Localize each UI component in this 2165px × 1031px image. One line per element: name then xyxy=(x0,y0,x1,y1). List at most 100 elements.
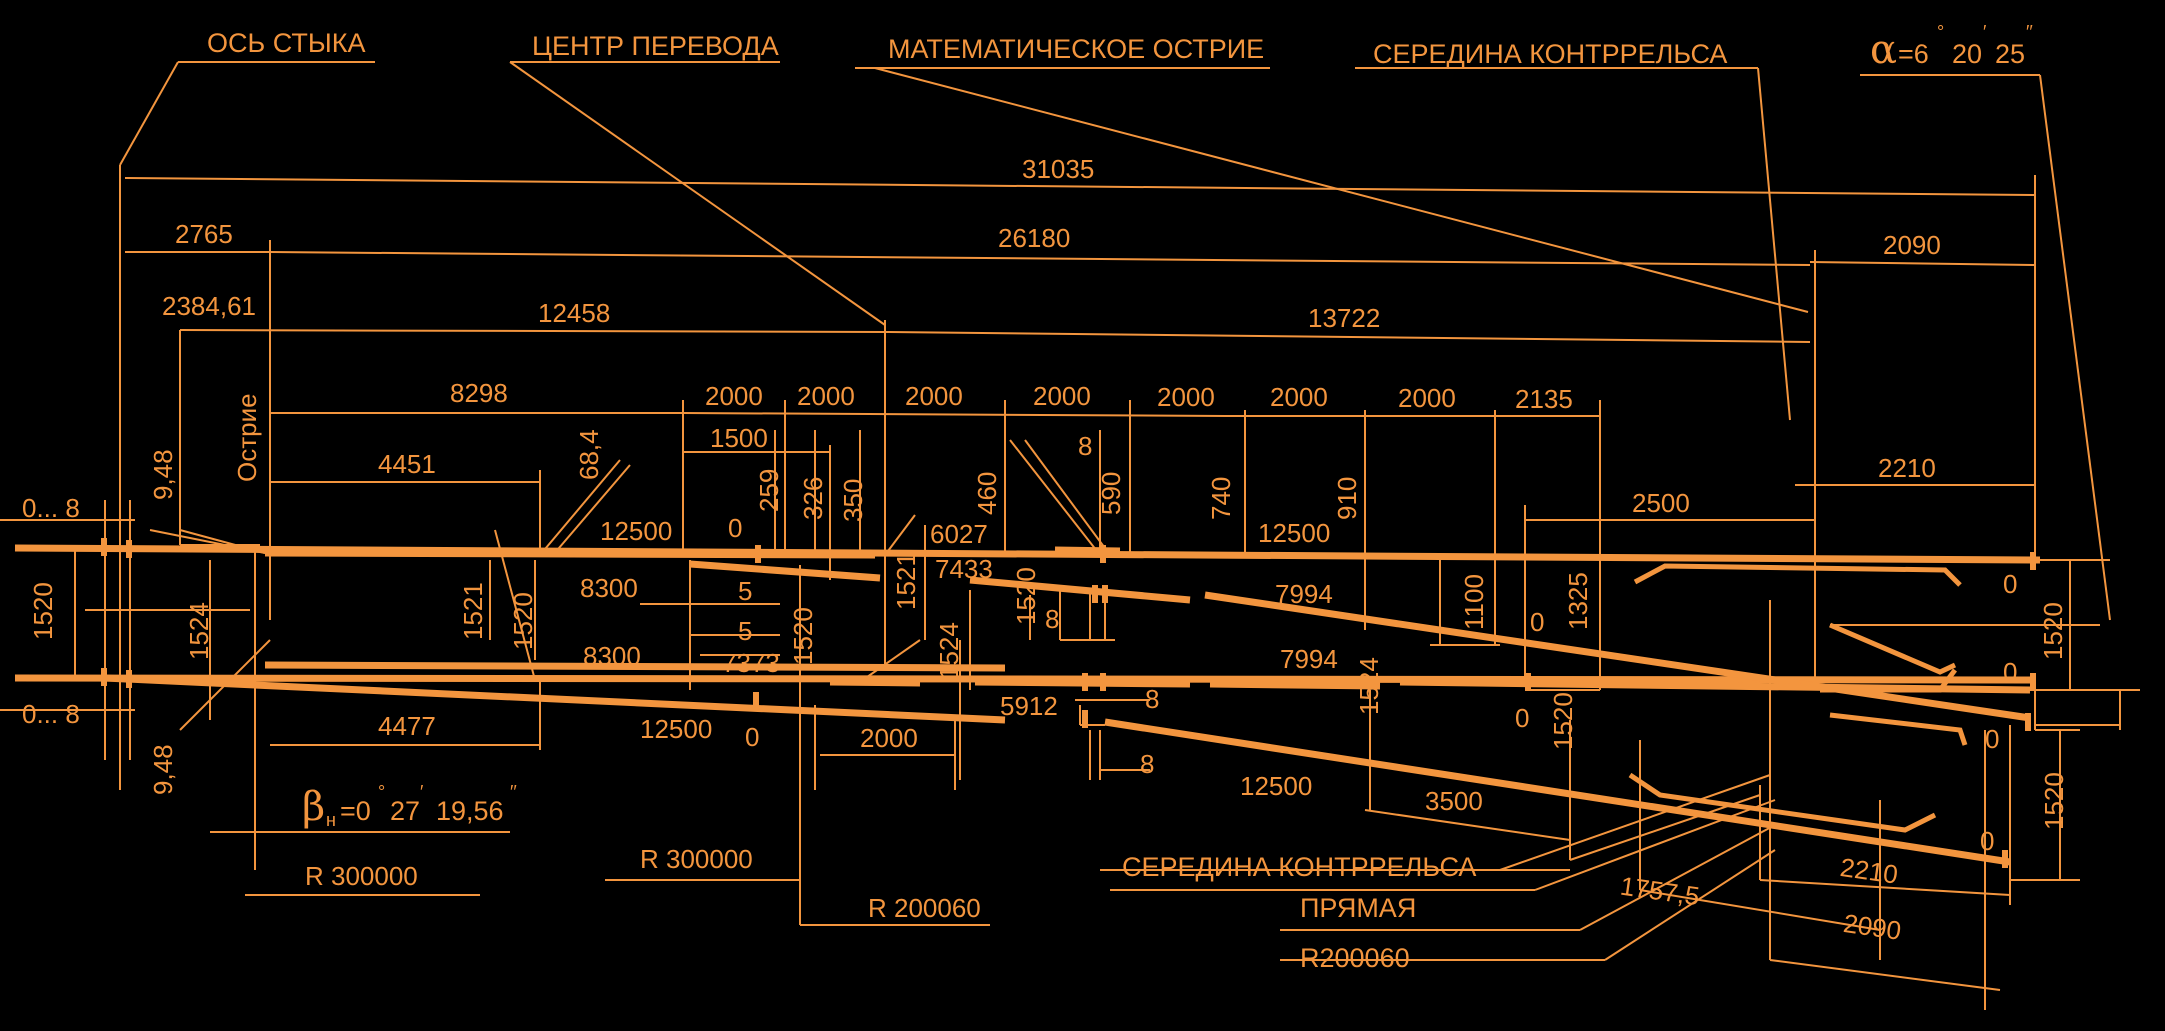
dim-12500-b: 12500 xyxy=(1258,518,1330,548)
dim-2135: 2135 xyxy=(1515,384,1573,414)
label-joint-axis: ОСЬ СТЫКА xyxy=(207,28,365,58)
dim-8-top: 8 xyxy=(1078,431,1092,461)
dim-326: 326 xyxy=(798,477,828,520)
dim-1521-mid: 1521 xyxy=(891,552,921,610)
label-guard-rail-mid-bottom: СЕРЕДИНА КОНТРРЕЛЬСА xyxy=(1122,852,1476,882)
dim-2000-f: 2000 xyxy=(1270,382,1328,412)
beta-deg: ° xyxy=(378,782,385,802)
dim-1524-left: 1524 xyxy=(184,602,214,660)
label-straight: ПРЯМАЯ xyxy=(1300,893,1416,923)
alpha-min: 20 xyxy=(1952,39,1982,69)
guard-rail-top xyxy=(1633,563,1962,587)
dim-2000-e: 2000 xyxy=(1157,382,1215,412)
dim-12500-a: 12500 xyxy=(600,516,672,546)
rail-segment-a xyxy=(829,678,921,687)
dim-9-48-bottom: 9,48 xyxy=(148,744,178,795)
beta-min: 27 xyxy=(390,796,420,826)
guard-rails xyxy=(1628,563,1968,833)
alpha-deg: ° xyxy=(1937,22,1944,42)
dim-1520-left: 1520 xyxy=(28,582,58,640)
dim-2090-top: 2090 xyxy=(1883,230,1941,260)
dim-5-a: 5 xyxy=(738,576,752,606)
switch-point-rail-lower xyxy=(689,560,881,582)
dim-12500-c: 12500 xyxy=(640,714,712,744)
dim-740: 740 xyxy=(1206,477,1236,520)
dim-8-bottom: 8 xyxy=(1140,749,1154,779)
rail-segment-b xyxy=(1054,546,1121,555)
dim-0-8-bottom: 0... 8 xyxy=(22,699,80,729)
dimension-lines xyxy=(0,61,2140,1010)
dim-590: 590 xyxy=(1096,472,1126,515)
dim-0-g: 0 xyxy=(1985,724,1999,754)
dim-0-h: 0 xyxy=(1980,826,1994,856)
dim-6027: 6027 xyxy=(930,519,988,549)
dim-8-mid: 8 xyxy=(1045,604,1059,634)
dim-9-48-top: 9,48 xyxy=(148,449,178,500)
dim-12458: 12458 xyxy=(538,298,610,328)
dim-0-c: 0 xyxy=(2003,569,2017,599)
dim-2500: 2500 xyxy=(1632,488,1690,518)
dim-1521-left: 1521 xyxy=(458,582,488,640)
dim-1100: 1100 xyxy=(1459,574,1489,630)
alpha-min-mark: ′ xyxy=(1983,22,1987,42)
alpha-sec-mark: ′′ xyxy=(2026,22,2033,42)
dim-7994-b: 7994 xyxy=(1280,644,1338,674)
alpha-sec: 25 xyxy=(1995,39,2025,69)
dim-7373: 7373 xyxy=(722,648,780,678)
dim-1520-right: 1520 xyxy=(2038,602,2068,660)
rail-diverging-outer xyxy=(1104,718,2011,866)
dim-259: 259 xyxy=(754,469,784,512)
dim-2765: 2765 xyxy=(175,219,233,249)
dim-8298: 8298 xyxy=(450,378,508,408)
dim-8300-a: 8300 xyxy=(580,573,638,603)
dim-1520-mid: 1520 xyxy=(788,607,818,665)
beta-sec: 19,56 xyxy=(436,796,504,826)
dim-0-f: 0 xyxy=(1515,703,1529,733)
dim-0-8-top: 0... 8 xyxy=(22,493,80,523)
beta-sec-mark: ′′ xyxy=(510,782,517,802)
dim-0-e: 0 xyxy=(745,722,759,752)
dim-8-mid2: 8 xyxy=(1145,684,1159,714)
dim-13722: 13722 xyxy=(1308,303,1380,333)
guard-rail-bottom xyxy=(1628,772,1937,833)
dim-26180: 26180 xyxy=(998,223,1070,253)
label-r200060-bottom: R200060 xyxy=(1300,943,1410,973)
frog-nose xyxy=(1209,680,1381,690)
dim-2210-top: 2210 xyxy=(1878,453,1936,483)
dim-2000-g: 2000 xyxy=(1398,383,1456,413)
dim-0-b: 0 xyxy=(1530,607,1544,637)
dim-0-d: 0 xyxy=(2003,657,2017,687)
alpha-symbol: α xyxy=(1870,27,1897,73)
switch-point-rail xyxy=(264,549,876,559)
dim-68-4: 68,4 xyxy=(574,429,604,480)
label-math-point: МАТЕМАТИЧЕСКОЕ ОСТРИЕ xyxy=(888,34,1264,64)
dim-1520-mid2: 1520 xyxy=(1011,567,1041,625)
alpha-value: =6 xyxy=(1898,39,1929,69)
dim-0-a: 0 xyxy=(728,513,742,543)
dim-7433: 7433 xyxy=(935,554,993,584)
dim-1520-mid3: 1520 xyxy=(1548,692,1578,750)
dim-910: 910 xyxy=(1332,477,1362,520)
beta-angle: β н =0 ° 27 ′ 19,56 ′′ xyxy=(302,782,517,830)
dim-1520-left2: 1520 xyxy=(508,592,538,650)
dim-7994-a: 7994 xyxy=(1275,579,1333,609)
dim-1524-mid2: 1524 xyxy=(1354,657,1384,715)
guard-rail-mid xyxy=(1829,622,1957,675)
dim-5912: 5912 xyxy=(1000,691,1058,721)
label-guard-rail-mid-top: СЕРЕДИНА КОНТРРЕЛЬСА xyxy=(1373,39,1727,69)
label-point: Острие xyxy=(232,393,262,482)
dim-1520-right2: 1520 xyxy=(2039,772,2069,830)
dim-4477: 4477 xyxy=(378,711,436,741)
dim-350: 350 xyxy=(838,479,868,522)
dim-2000-h: 2000 xyxy=(860,723,918,753)
dim-5-b: 5 xyxy=(738,616,752,646)
beta-sub: н xyxy=(326,810,336,830)
closure-rail-curve xyxy=(1204,591,2031,722)
dim-31035: 31035 xyxy=(1022,154,1094,184)
beta-symbol: β xyxy=(302,784,325,830)
dim-2000-d: 2000 xyxy=(1033,381,1091,411)
dim-3500: 3500 xyxy=(1425,786,1483,816)
label-switch-center: ЦЕНТР ПЕРЕВОДА xyxy=(532,31,779,61)
dim-2384: 2384,61 xyxy=(162,291,256,321)
